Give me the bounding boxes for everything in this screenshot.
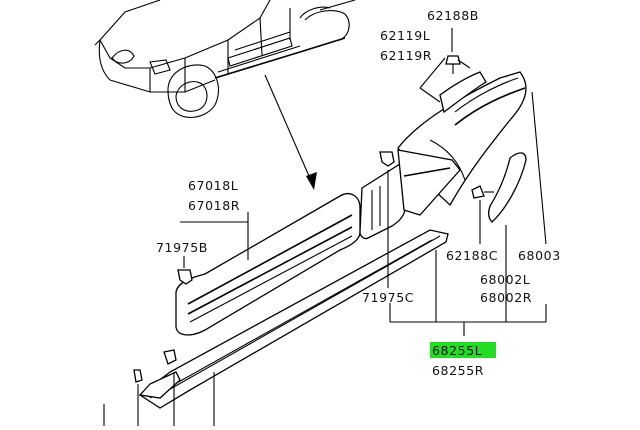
label-67018R: 67018R — [188, 198, 240, 213]
label-62119R: 62119R — [380, 48, 432, 63]
lower-sill-68255 — [138, 229, 449, 409]
label-71975B: 71975B — [156, 240, 208, 255]
clip-71975B — [177, 269, 193, 285]
label-68255R: 68255R — [432, 363, 484, 378]
label-62188B: 62188B — [427, 8, 479, 23]
side-moulding-67018 — [175, 149, 461, 336]
label-67018L: 67018L — [188, 178, 238, 193]
highlight-68255L — [430, 342, 496, 358]
label-68003: 68003 — [518, 248, 561, 263]
clip-71975C-upper — [379, 151, 395, 167]
clip-62188C — [471, 185, 494, 199]
pointer-arrow — [264, 74, 317, 190]
label-68002R: 68002R — [480, 290, 532, 305]
label-68255L: 68255L — [432, 343, 482, 358]
label-62188C: 62188C — [446, 248, 498, 263]
label-71975C: 71975C — [362, 290, 414, 305]
leader-lines — [103, 28, 547, 426]
clip-62188B — [445, 55, 471, 74]
fender-extension-68002 — [488, 152, 527, 223]
clip-lower-1 — [163, 349, 177, 365]
label-62119L: 62119L — [380, 28, 430, 43]
label-68002L: 68002L — [480, 272, 530, 287]
clip-lower-2 — [133, 369, 143, 383]
vehicle-sketch — [94, 0, 356, 118]
